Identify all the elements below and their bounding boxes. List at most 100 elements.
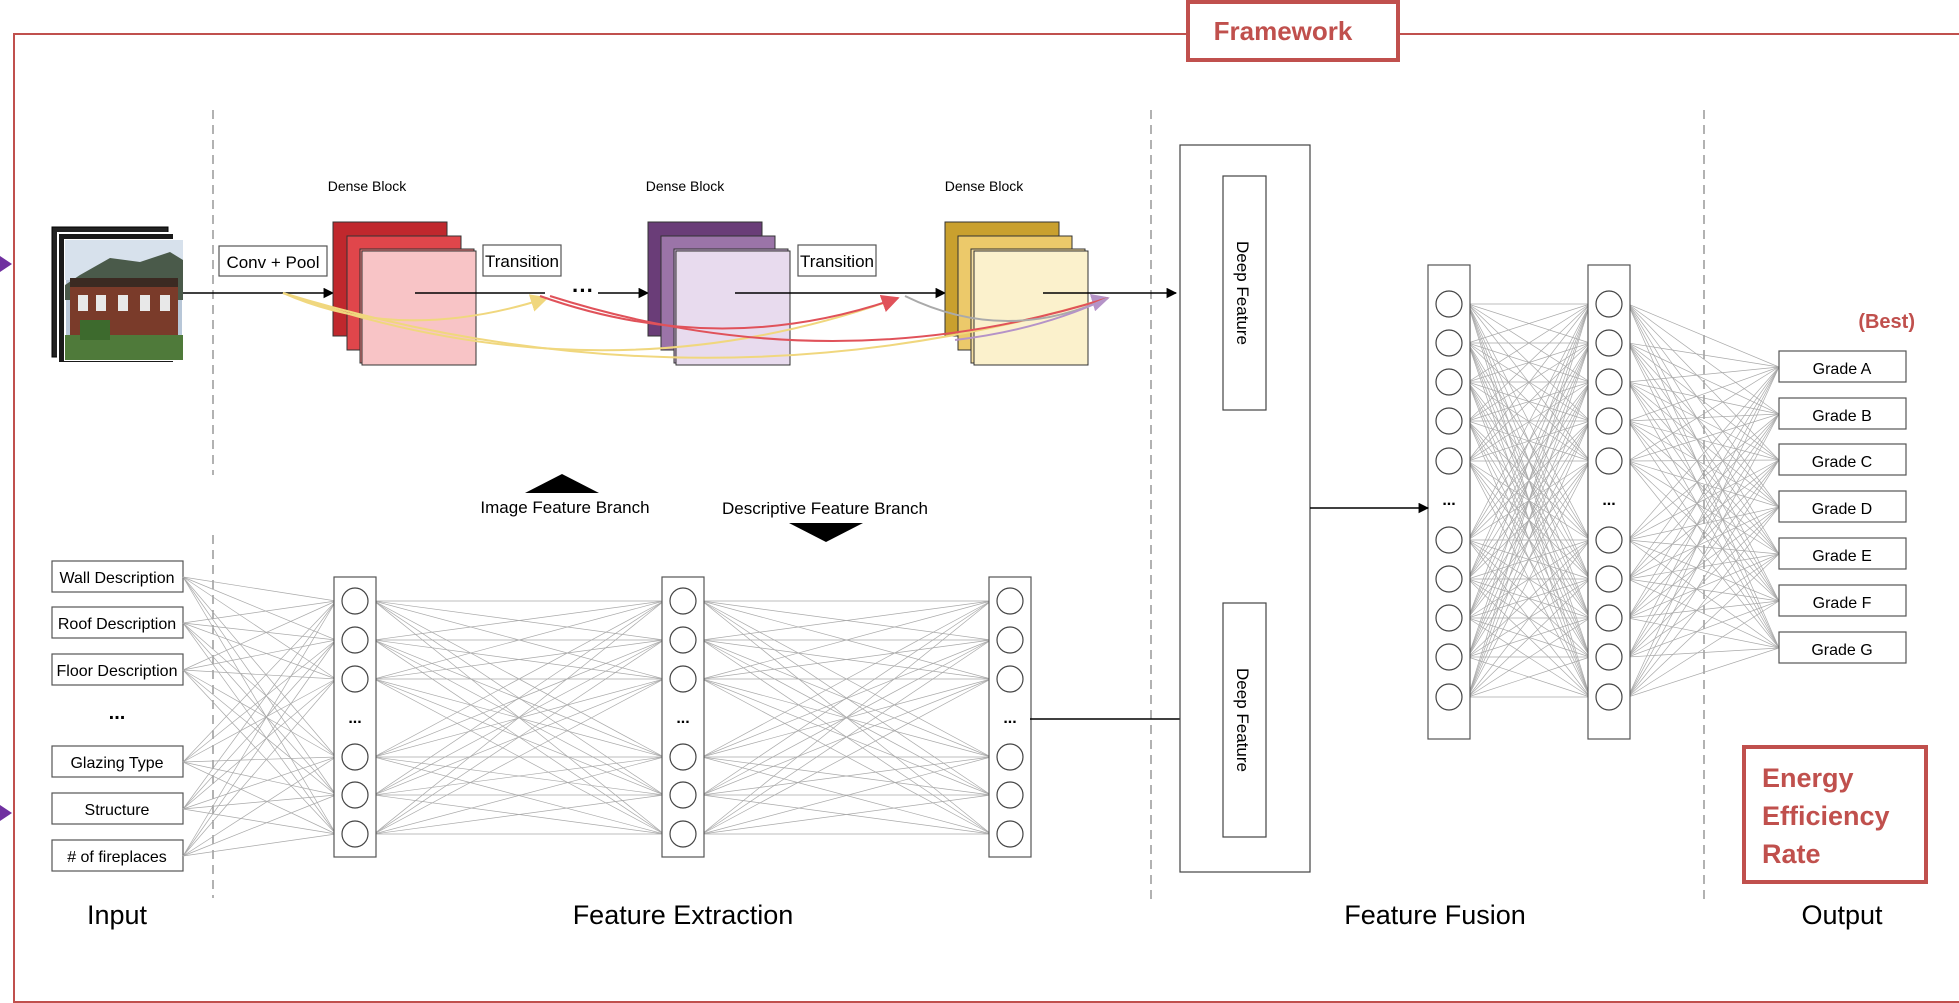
descriptive-inputs: Wall Description Roof Description Floor … bbox=[51, 560, 184, 872]
neuron-node bbox=[1435, 604, 1463, 632]
output-connection bbox=[1627, 506, 1780, 580]
hidden-connection bbox=[701, 756, 992, 796]
neuron-node bbox=[996, 665, 1024, 693]
input-connection bbox=[182, 678, 337, 810]
input-item: Structure bbox=[85, 802, 150, 819]
output-connection bbox=[1627, 366, 1780, 580]
network-layers: ............... bbox=[333, 264, 1631, 858]
output-connection bbox=[1627, 366, 1780, 383]
grade-label: Grade C bbox=[1812, 454, 1872, 471]
framework-title: Framework bbox=[1214, 16, 1353, 46]
input-connection bbox=[182, 756, 337, 763]
output-connection bbox=[1627, 553, 1780, 619]
output-connection bbox=[1627, 600, 1780, 658]
left-input-arrow-top bbox=[0, 256, 12, 272]
input-connection bbox=[182, 639, 337, 810]
grade-label: Grade F bbox=[1813, 595, 1872, 612]
fusion-layer-2: ... bbox=[1587, 264, 1631, 740]
output-connection bbox=[1627, 578, 1780, 649]
input-connection bbox=[182, 576, 337, 641]
hidden-connection bbox=[373, 639, 665, 680]
hidden-connection bbox=[373, 639, 665, 835]
neuron-node bbox=[1595, 368, 1623, 396]
extraction-layer-1: ... bbox=[333, 576, 377, 858]
input-connection bbox=[182, 622, 337, 758]
neuron-node bbox=[1595, 329, 1623, 357]
input-connection bbox=[182, 576, 337, 680]
neuron-node bbox=[341, 820, 369, 848]
fusion-connection bbox=[1467, 539, 1591, 698]
dense-block-2: Dense Block bbox=[646, 178, 791, 366]
neuron-node bbox=[669, 743, 697, 771]
output-connection bbox=[1627, 303, 1780, 461]
output-connection bbox=[1627, 539, 1780, 602]
transition-1-label: Transition bbox=[485, 252, 559, 271]
hidden-connection bbox=[701, 794, 992, 835]
transition-block-2: Transition bbox=[797, 244, 877, 277]
output-connection bbox=[1627, 366, 1780, 422]
image-branch-label: Image Feature Branch bbox=[480, 498, 649, 517]
output-connection bbox=[1627, 413, 1780, 658]
output-connection bbox=[1627, 506, 1780, 619]
transition-block-1: Transition bbox=[482, 244, 562, 277]
neuron-node bbox=[1595, 526, 1623, 554]
deep-feature-label-1: Deep Feature bbox=[1233, 241, 1252, 345]
section-label-feature-fusion: Feature Fusion bbox=[1344, 900, 1526, 930]
output-connection bbox=[1627, 617, 1780, 649]
fusion-connection bbox=[1467, 617, 1591, 698]
input-connection bbox=[182, 756, 337, 810]
neuron-node bbox=[341, 626, 369, 654]
neuron-node bbox=[1595, 290, 1623, 318]
output-connection bbox=[1627, 506, 1780, 658]
extraction-layer-2: ... bbox=[661, 576, 705, 858]
input-connection bbox=[182, 669, 337, 758]
input-connection bbox=[182, 600, 337, 763]
output-connection bbox=[1627, 459, 1780, 619]
output-connection bbox=[1627, 420, 1780, 461]
output-connection bbox=[1627, 506, 1780, 698]
rate-title-line: Rate bbox=[1762, 839, 1821, 869]
hidden-connection bbox=[373, 600, 665, 835]
hidden-connection bbox=[701, 756, 992, 835]
hidden-connection bbox=[373, 600, 665, 796]
output-connection bbox=[1627, 459, 1780, 462]
fusion-connection bbox=[1467, 303, 1591, 698]
input-item: # of fireplaces bbox=[67, 849, 167, 866]
neuron-node bbox=[1435, 683, 1463, 711]
dense-block-ellipsis: ··· bbox=[572, 278, 594, 303]
fusion-connection bbox=[1467, 303, 1591, 344]
fusion-connection bbox=[1467, 460, 1591, 698]
grade-label: Grade E bbox=[1812, 548, 1872, 565]
input-connection bbox=[182, 576, 337, 796]
output-connection bbox=[1627, 553, 1780, 698]
fusion-connection bbox=[1467, 656, 1591, 698]
image-branch-arrowhead-up bbox=[525, 474, 599, 493]
node-ellipsis: ... bbox=[348, 710, 361, 727]
neuron-node bbox=[1595, 683, 1623, 711]
dense-block-2-label: Dense Block bbox=[646, 178, 726, 194]
fusion-connection bbox=[1467, 342, 1591, 698]
input-connection bbox=[182, 622, 337, 641]
conv-pool-label: Conv + Pool bbox=[226, 253, 319, 272]
output-connection bbox=[1627, 578, 1780, 602]
output-connection bbox=[1627, 413, 1780, 698]
neuron-node bbox=[669, 820, 697, 848]
neuron-node bbox=[1435, 565, 1463, 593]
layer-box bbox=[661, 576, 705, 858]
dense-block-3: Dense Block bbox=[944, 178, 1089, 366]
conv-pool-block: Conv + Pool bbox=[218, 245, 328, 277]
grade-label: Grade G bbox=[1811, 642, 1872, 659]
input-connection bbox=[182, 669, 337, 680]
hidden-connection bbox=[701, 600, 992, 835]
output-connection bbox=[1627, 600, 1780, 698]
neuron-node bbox=[1435, 290, 1463, 318]
node-ellipsis: ... bbox=[1003, 710, 1016, 727]
output-connection bbox=[1627, 303, 1780, 368]
neuron-node bbox=[1595, 447, 1623, 475]
input-item: Roof Description bbox=[58, 616, 176, 633]
dense-block-3-label: Dense Block bbox=[945, 178, 1025, 194]
input-connection bbox=[182, 794, 337, 857]
fusion-connection bbox=[1467, 303, 1591, 383]
output-connection bbox=[1627, 366, 1780, 619]
